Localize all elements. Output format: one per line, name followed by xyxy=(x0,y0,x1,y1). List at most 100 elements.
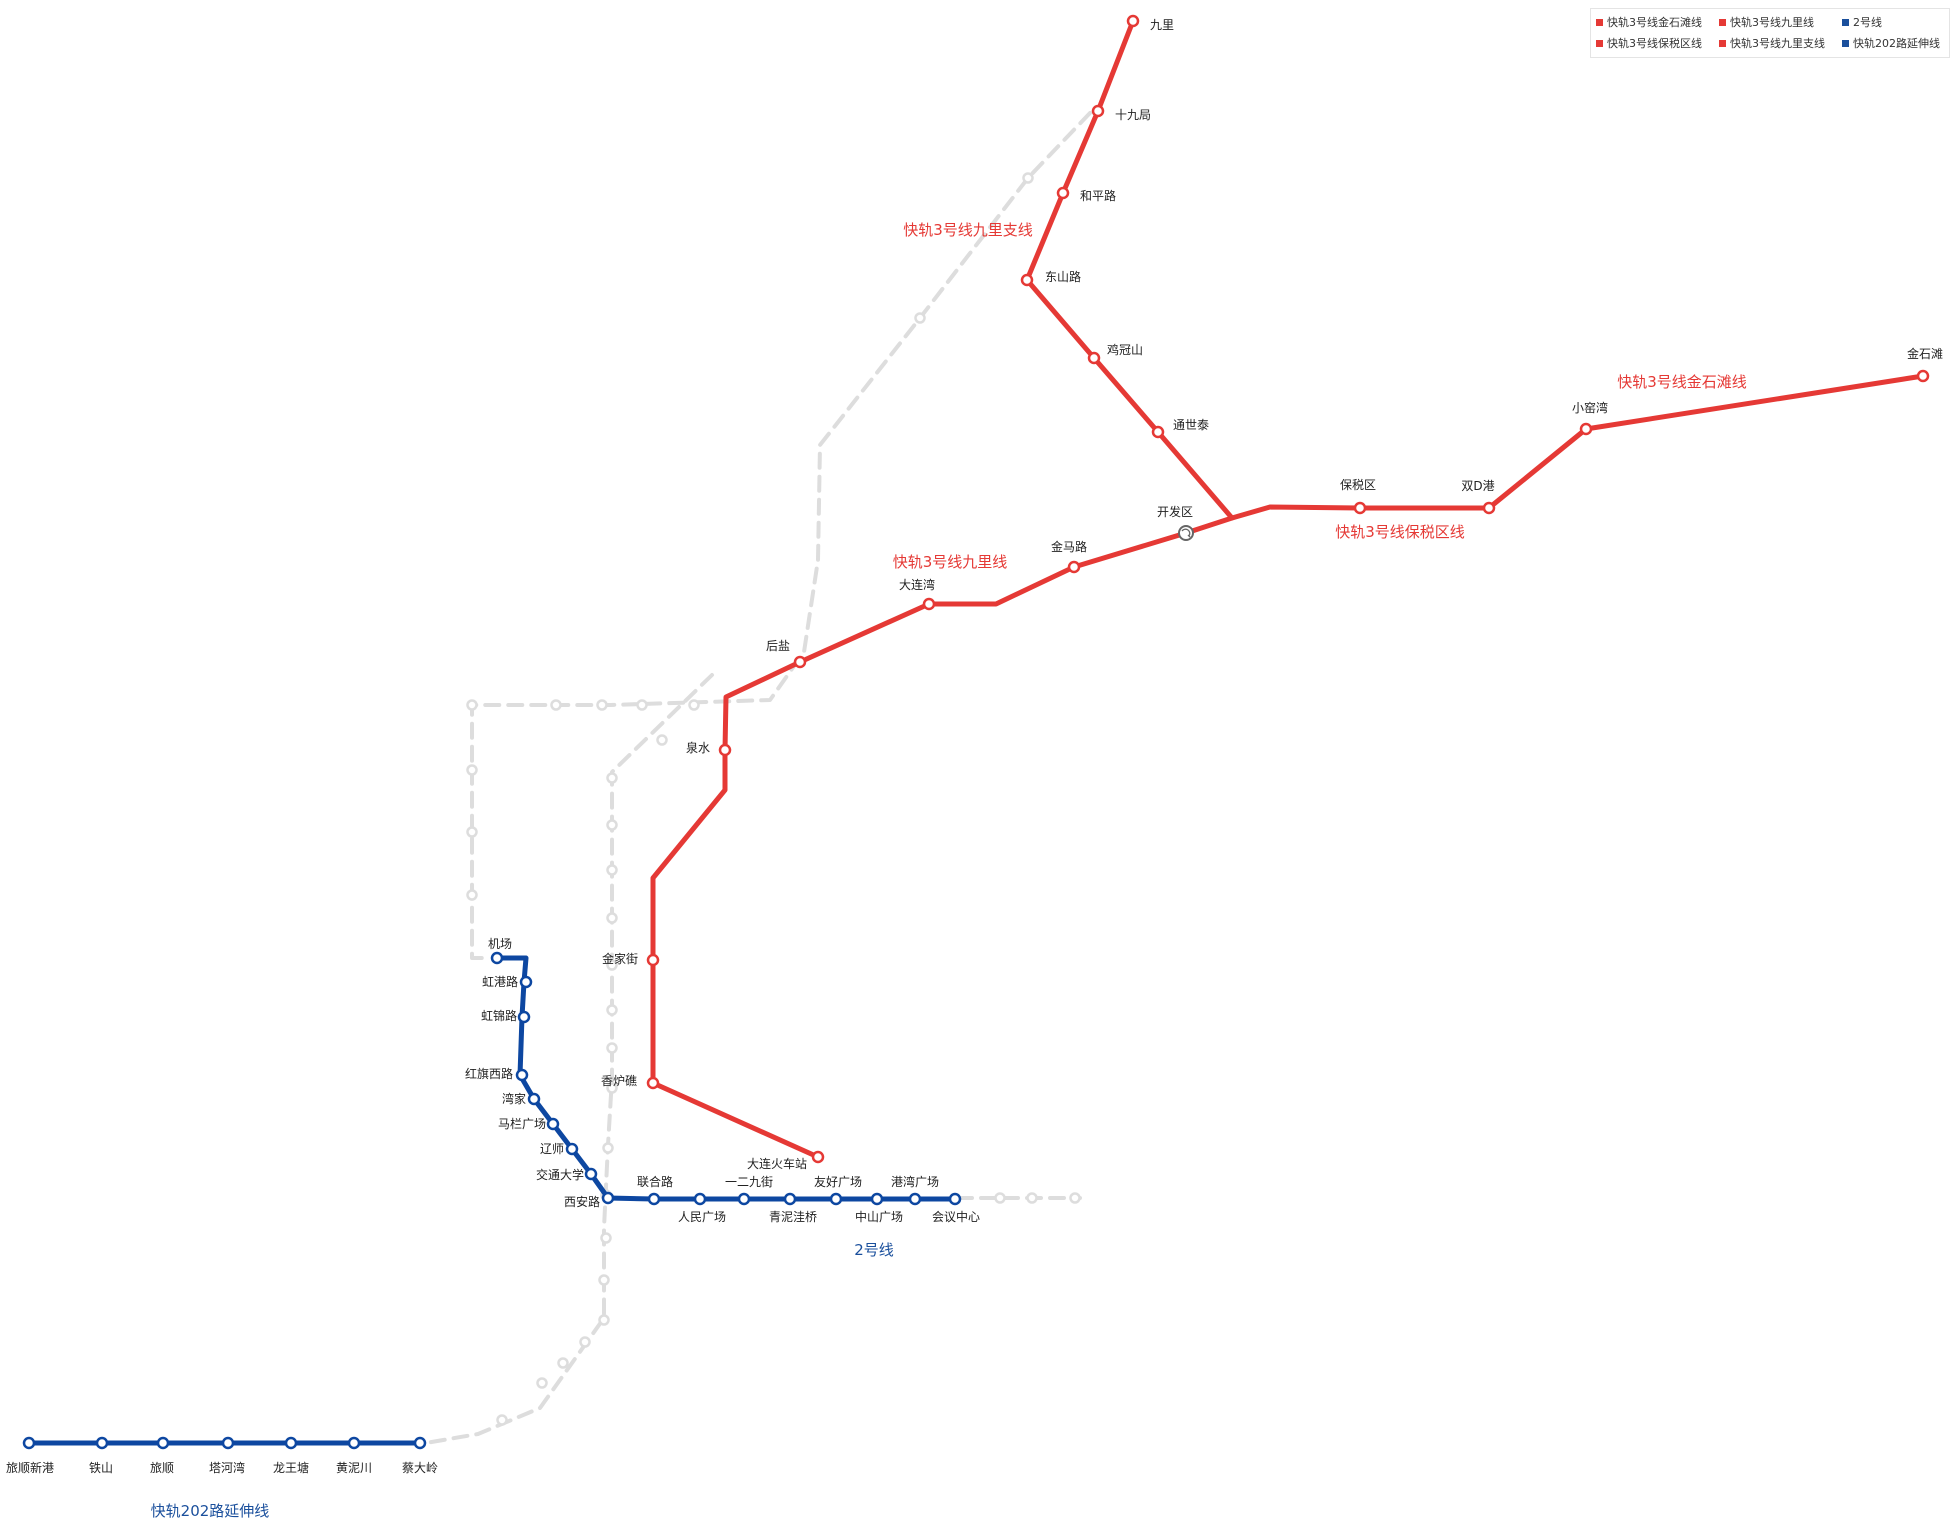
planned-lines-layer xyxy=(418,111,1092,1446)
legend-swatch xyxy=(1719,18,1726,26)
station-marker[interactable] xyxy=(1056,186,1070,200)
station-marker[interactable] xyxy=(584,1167,598,1181)
station-marker[interactable] xyxy=(22,1436,36,1450)
station-label: 中山广场 xyxy=(855,1209,903,1224)
planned-station-marker xyxy=(606,819,618,831)
station-marker[interactable] xyxy=(647,1192,661,1206)
station-label: 旅顺新港 xyxy=(6,1460,54,1475)
station-marker[interactable] xyxy=(601,1191,615,1205)
station-label: 虹锦路 xyxy=(481,1008,517,1023)
station-marker[interactable] xyxy=(490,951,504,965)
station-marker[interactable] xyxy=(646,953,660,967)
legend-item-baoshuiqu[interactable]: 快轨3号线保税区线 xyxy=(1596,35,1702,51)
station-marker[interactable] xyxy=(737,1192,751,1206)
station-label: 东山路 xyxy=(1045,269,1081,284)
station-label: 开发区 xyxy=(1157,504,1193,519)
station-marker[interactable] xyxy=(527,1092,541,1106)
station-label: 和平路 xyxy=(1080,188,1116,203)
station-marker[interactable] xyxy=(95,1436,109,1450)
legend-item-202-extension[interactable]: 快轨202路延伸线 xyxy=(1842,35,1940,51)
station-marker[interactable] xyxy=(413,1436,427,1450)
station-marker[interactable] xyxy=(783,1192,797,1206)
station-label: 会议中心 xyxy=(932,1209,980,1224)
station-label: 金石滩 xyxy=(1907,346,1943,361)
station-label: 香炉礁 xyxy=(601,1073,637,1088)
planned-station-marker xyxy=(606,959,618,971)
route-line-baoshuiqu-jinshitan xyxy=(1229,373,1926,521)
station-marker[interactable] xyxy=(515,1068,529,1082)
station-marker[interactable] xyxy=(870,1192,884,1206)
legend-item-jinshitan[interactable]: 快轨3号线金石滩线 xyxy=(1596,14,1702,30)
station-marker[interactable] xyxy=(1126,14,1140,28)
line-label-jiuli-branch: 快轨3号线九里支线 xyxy=(903,221,1033,239)
station-label: 蔡大岭 xyxy=(402,1461,438,1475)
station-marker[interactable] xyxy=(1353,501,1367,515)
planned-station-marker xyxy=(1026,1192,1038,1204)
station-label: 机场 xyxy=(488,937,512,951)
station-label: 湾家 xyxy=(502,1091,526,1106)
station-marker[interactable] xyxy=(565,1142,579,1156)
legend-swatch xyxy=(1719,39,1726,47)
station-marker[interactable] xyxy=(948,1192,962,1206)
station-label: 龙王塘 xyxy=(273,1460,309,1475)
legend-swatch xyxy=(1596,18,1603,26)
station-label: 黄泥川 xyxy=(336,1461,372,1475)
planned-station-marker xyxy=(606,912,618,924)
planned-station-marker xyxy=(606,1004,618,1016)
interchange-marker[interactable] xyxy=(1178,525,1194,541)
legend-item-jiuli-branch[interactable]: 快轨3号线九里支线 xyxy=(1719,35,1825,51)
legend-item-line2[interactable]: 2号线 xyxy=(1842,14,1882,30)
station-marker[interactable] xyxy=(1020,273,1034,287)
station-marker[interactable] xyxy=(347,1436,361,1450)
legend-swatch xyxy=(1842,39,1849,47)
station-marker[interactable] xyxy=(922,597,936,611)
station-label: 旅顺 xyxy=(150,1461,174,1475)
station-label: 金马路 xyxy=(1051,539,1087,554)
planned-station-marker xyxy=(466,826,478,838)
planned-station-marker xyxy=(496,1414,508,1426)
line-label-202-extension: 快轨202路延伸线 xyxy=(151,1502,270,1520)
station-marker[interactable] xyxy=(1482,501,1496,515)
station-marker[interactable] xyxy=(793,655,807,669)
station-marker[interactable] xyxy=(718,743,732,757)
planned-station-marker xyxy=(994,1192,1006,1204)
station-marker[interactable] xyxy=(1579,422,1593,436)
labels-layer: 九里十九局和平路东山路鸡冠山通世泰开发区保税区双D港小窑湾金石滩金马路大连湾后盐… xyxy=(6,18,1943,1475)
legend-item-jiuli[interactable]: 快轨3号线九里线 xyxy=(1719,14,1814,30)
station-label: 马栏广场 xyxy=(498,1116,546,1131)
station-marker[interactable] xyxy=(829,1192,843,1206)
station-marker[interactable] xyxy=(693,1192,707,1206)
station-label: 友好广场 xyxy=(814,1175,862,1189)
station-marker[interactable] xyxy=(1067,560,1081,574)
station-marker[interactable] xyxy=(908,1192,922,1206)
station-label: 金家街 xyxy=(602,951,638,966)
route-line-jiuli xyxy=(650,18,1235,1160)
station-marker[interactable] xyxy=(646,1076,660,1090)
station-marker[interactable] xyxy=(517,1010,531,1024)
station-label: 铁山 xyxy=(89,1461,113,1475)
station-marker[interactable] xyxy=(811,1150,825,1164)
planned-station-marker xyxy=(606,772,618,784)
legend-swatch xyxy=(1596,39,1603,47)
legend-label: 快轨3号线九里支线 xyxy=(1730,37,1825,50)
station-marker[interactable] xyxy=(546,1117,560,1131)
legend: 快轨3号线金石滩线 快轨3号线九里线 2号线 快轨3号线保税区线 快轨3号线九里… xyxy=(1590,8,1950,58)
planned-station-marker xyxy=(596,699,608,711)
station-marker[interactable] xyxy=(519,975,533,989)
station-label: 交通大学 xyxy=(536,1167,584,1182)
station-marker[interactable] xyxy=(284,1436,298,1450)
station-marker[interactable] xyxy=(1091,104,1105,118)
line-label-baoshuiqu: 快轨3号线保税区线 xyxy=(1335,523,1465,541)
station-marker[interactable] xyxy=(1916,369,1930,383)
station-marker[interactable] xyxy=(1151,425,1165,439)
station-label: 虹港路 xyxy=(482,974,518,989)
station-label: 保税区 xyxy=(1340,478,1376,492)
legend-label: 快轨3号线保税区线 xyxy=(1607,37,1702,50)
station-marker[interactable] xyxy=(156,1436,170,1450)
legend-label: 快轨3号线九里线 xyxy=(1730,16,1814,29)
planned-station-marker xyxy=(466,764,478,776)
planned-station-marker xyxy=(550,699,562,711)
station-marker[interactable] xyxy=(221,1436,235,1450)
station-marker[interactable] xyxy=(1087,351,1101,365)
